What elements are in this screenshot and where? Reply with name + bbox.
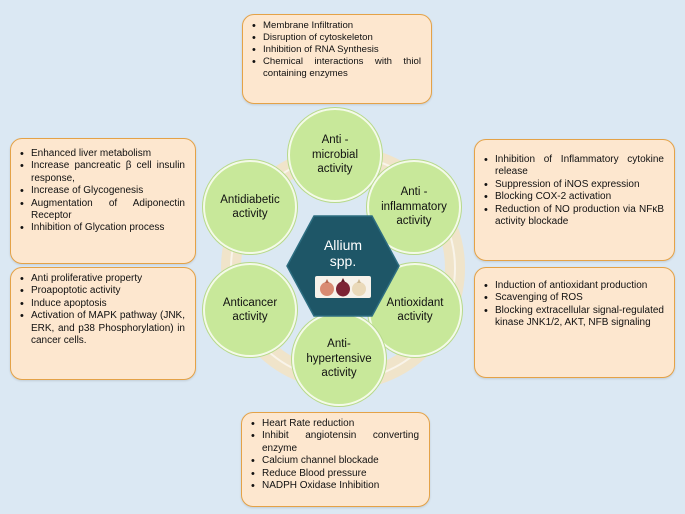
anticancer-circle: Anticancer activity — [203, 263, 297, 357]
antimicrobial-effect: Chemical interactions with thiol contain… — [252, 56, 421, 80]
antihypertensive-effect: NADPH Oxidase Inhibition — [251, 480, 419, 493]
antimicrobial-effect: Inhibition of RNA Synthesis — [252, 44, 421, 56]
antidiabetic-circle: Antidiabetic activity — [203, 160, 297, 254]
antidiabetic-effects-box: Enhanced liver metabolism Increase pancr… — [10, 138, 196, 264]
anticancer-effect: Anti proliferative property — [20, 273, 185, 286]
antidiabetic-effect: Increase pancreatic β cell insulin respo… — [20, 160, 185, 185]
antidiabetic-effect: Enhanced liver metabolism — [20, 148, 185, 161]
antihypertensive-effect: Reduce Blood pressure — [251, 468, 419, 481]
antiinflammatory-effect: Blocking COX-2 activation — [484, 191, 664, 204]
antioxidant-effect: Scavenging of ROS — [484, 292, 664, 305]
center-title: Allium spp. — [323, 237, 363, 269]
antioxidant-effect: Blocking extracellular signal-regulated … — [484, 305, 664, 330]
antihypertensive-effect: Calcium channel blockade — [251, 455, 419, 468]
antidiabetic-effect: Augmentation of Adiponectin Receptor — [20, 198, 185, 223]
antihypertensive-effect: Heart Rate reduction — [251, 418, 419, 431]
antioxidant-effect: Induction of antioxidant production — [484, 280, 664, 293]
antihypertensive-effects-box: Heart Rate reduction Inhibit angiotensin… — [241, 412, 430, 507]
antiinflammatory-effect: Reduction of NO production via NFκB acti… — [484, 204, 664, 229]
antimicrobial-circle: Anti - microbial activity — [288, 108, 382, 202]
anticancer-effect: Proapoptotic activity — [20, 285, 185, 298]
anticancer-effect: Activation of MAPK pathway (JNK, ERK, an… — [20, 310, 185, 347]
antidiabetic-effect: Inhibition of Glycation process — [20, 222, 185, 235]
antihypertensive-effect: Inhibit angiotensin converting enzyme — [251, 430, 419, 455]
antioxidant-effects-box: Induction of antioxidant production Scav… — [474, 267, 675, 378]
antihypertensive-circle: Anti- hypertensive activity — [292, 312, 386, 406]
center-hexagon: Allium spp. — [286, 215, 400, 317]
antimicrobial-effects-box: Membrane Infiltration Disruption of cyto… — [242, 14, 432, 104]
antiinflammatory-effect: Inhibition of Inflammatory cytokine rele… — [484, 154, 664, 179]
antimicrobial-effect: Membrane Infiltration — [252, 20, 421, 32]
anticancer-effect: Induce apoptosis — [20, 298, 185, 311]
antiinflammatory-effect: Suppression of iNOS expression — [484, 179, 664, 192]
antimicrobial-effect: Disruption of cytoskeleton — [252, 32, 421, 44]
anticancer-effects-box: Anti proliferative property Proapoptotic… — [10, 267, 196, 380]
antidiabetic-effect: Increase of Glycogenesis — [20, 185, 185, 198]
onion-garlic-icon — [315, 276, 371, 298]
antiinflammatory-effects-box: Inhibition of Inflammatory cytokine rele… — [474, 139, 675, 261]
